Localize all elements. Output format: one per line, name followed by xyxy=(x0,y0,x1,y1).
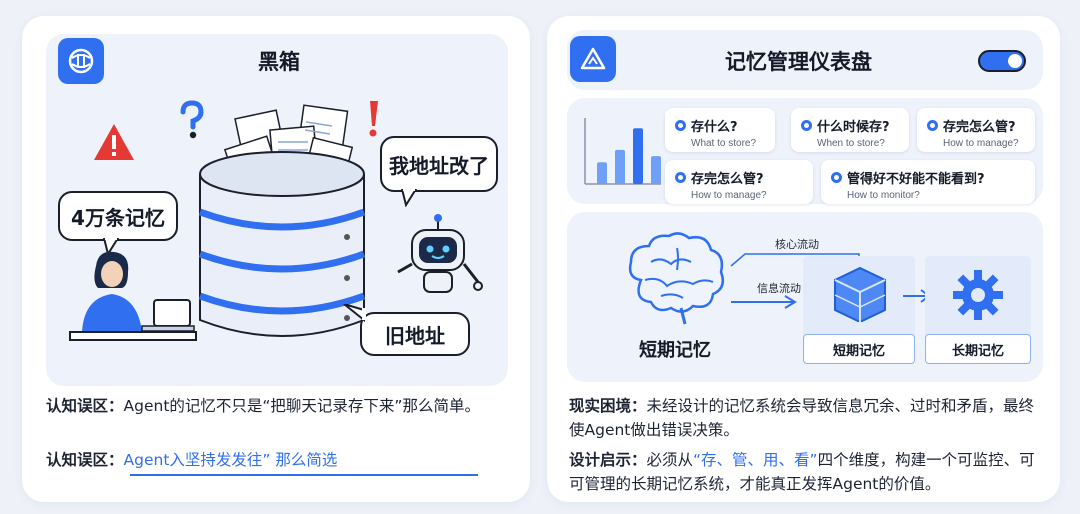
misconception-text: Agent的记忆不只是“把聊天记录存下来”那么简单。 xyxy=(123,397,480,415)
info-flow-label: 信息流动 xyxy=(757,282,801,295)
question-title: 存完怎么管? xyxy=(691,172,764,187)
question-subtitle: How to monitor? xyxy=(847,190,920,201)
dashboard-card: 记忆管理仪表盘 存什么? What to store? 什么时候存? When … xyxy=(547,16,1060,502)
question-subtitle: How to manage? xyxy=(943,138,1019,149)
bubble-tail-icon xyxy=(102,238,120,256)
robot-icon xyxy=(397,214,483,293)
misconception-paragraph-2: 认知误区：Agent入坚持发发往” 那么简选 xyxy=(46,448,514,472)
bullet-icon xyxy=(675,172,686,183)
design-text-pre: 必须从 xyxy=(646,451,694,469)
bullet-icon xyxy=(675,120,686,131)
dashboard-toggle[interactable] xyxy=(978,50,1026,72)
chart-bar xyxy=(633,128,643,184)
brain-icon xyxy=(628,232,724,325)
reality-paragraph: 现实困境：未经设计的记忆系统会导致信息冗余、过时和矛盾，最终使Agent做出错误… xyxy=(569,394,1047,442)
question-mark-icon xyxy=(180,100,204,139)
question-card[interactable]: 存完怎么管? How to manage? xyxy=(665,160,813,204)
dashboard-logo-icon xyxy=(570,36,616,82)
bullet-icon xyxy=(927,120,938,131)
design-text-highlight: “存、管、用、看” xyxy=(693,451,818,469)
chart-bar xyxy=(651,156,661,184)
core-flow-label: 核心流动 xyxy=(775,238,819,251)
question-subtitle: How to manage? xyxy=(691,190,767,201)
question-subtitle: What to store? xyxy=(691,138,757,149)
toggle-knob xyxy=(1008,54,1022,68)
bullet-icon xyxy=(831,172,842,183)
question-title: 什么时候存? xyxy=(817,120,890,135)
question-card[interactable]: 存什么? What to store? xyxy=(665,108,775,152)
link-underline xyxy=(130,474,478,476)
dashboard-title: 记忆管理仪表盘 xyxy=(725,50,872,74)
warning-icon xyxy=(94,124,134,160)
brain-label: 短期记忆 xyxy=(639,340,711,361)
address-changed-bubble: 我地址改了 xyxy=(380,136,498,192)
short-term-label-box: 短期记忆 xyxy=(803,334,915,364)
question-card[interactable]: 存完怎么管? How to manage? xyxy=(917,108,1035,152)
question-card[interactable]: 什么时候存? When to store? xyxy=(791,108,909,152)
bubble-tail-icon xyxy=(400,189,418,207)
long-term-label-box: 长期记忆 xyxy=(925,334,1031,364)
black-box-card: 黑箱 xyxy=(22,16,530,502)
memory-count-bubble: 4万条记忆 xyxy=(58,191,178,241)
question-subtitle: When to store? xyxy=(817,138,885,149)
design-label: 设计启示： xyxy=(569,451,647,469)
gear-icon xyxy=(953,270,1003,320)
question-card[interactable]: 管得好不好能不能看到? How to monitor? xyxy=(821,160,1035,204)
person-at-laptop-icon xyxy=(69,251,197,341)
misconception-label-2: 认知误区： xyxy=(46,451,124,469)
design-text-post: 四个维度，构建一个可监控、可可管理的长期记忆系统，才能真正发挥Agent的价值。 xyxy=(569,451,1035,493)
storage-box-icon xyxy=(834,266,886,322)
page-title: 黑箱 xyxy=(258,50,300,74)
question-title: 管得好不好能不能看到? xyxy=(847,172,985,187)
chart-bar xyxy=(597,162,607,184)
mini-bar-chart xyxy=(584,118,661,185)
reality-label: 现实困境： xyxy=(569,397,647,415)
design-paragraph: 设计启示：必须从“存、管、用、看”四个维度，构建一个可监控、可可管理的长期记忆系… xyxy=(569,448,1047,496)
exclamation-icon xyxy=(369,101,378,137)
chart-bar xyxy=(615,149,625,184)
dashboard-header-panel xyxy=(567,30,1043,90)
misconception-label: 认知误区： xyxy=(46,397,124,415)
misconception-paragraph: 认知误区：Agent的记忆不只是“把聊天记录存下来”那么简单。 xyxy=(46,394,514,418)
app-logo-icon xyxy=(58,38,104,84)
bullet-icon xyxy=(801,120,812,131)
old-address-bubble: 旧地址 xyxy=(360,312,470,356)
question-title: 存什么? xyxy=(691,120,738,135)
question-title: 存完怎么管? xyxy=(943,120,1016,135)
reality-text: 未经设计的记忆系统会导致信息冗余、过时和矛盾，最终使Agent做出错误决策。 xyxy=(569,397,1035,439)
bubble-tail-icon xyxy=(343,304,366,322)
misconception-link[interactable]: Agent入坚持发发往” 那么简选 xyxy=(123,451,338,469)
database-cylinder-icon xyxy=(198,104,366,337)
